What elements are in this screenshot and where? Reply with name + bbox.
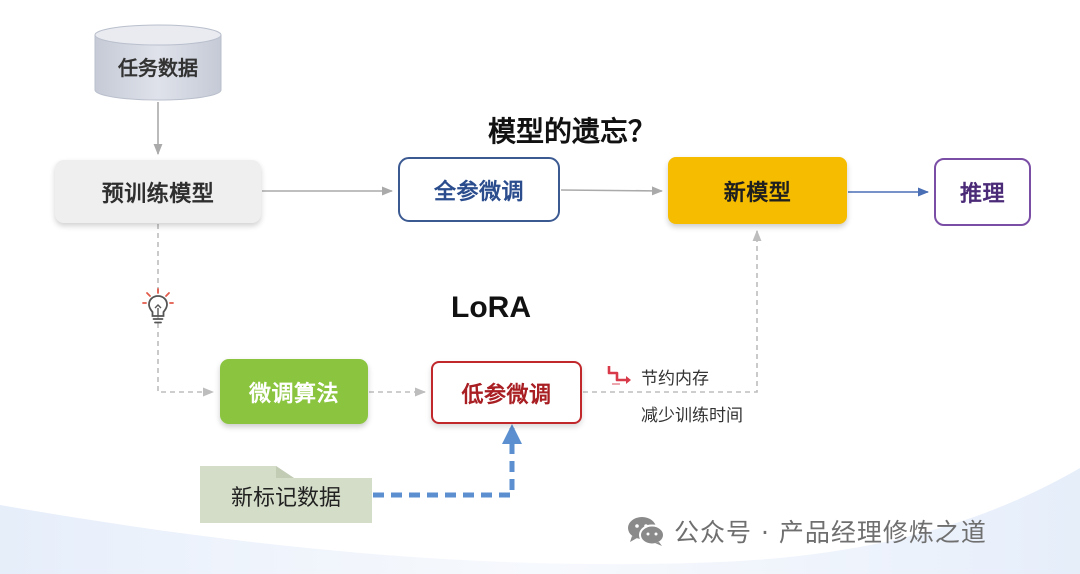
low-param-finetune-label: 低参微调 <box>461 382 552 408</box>
finetune-algorithm-box: 微调算法 <box>220 359 368 424</box>
finetune-algorithm-label: 微调算法 <box>248 381 339 407</box>
database-icon <box>94 24 222 101</box>
task-data-cylinder: 任务数据 <box>93 24 223 102</box>
inference-label: 推理 <box>959 182 1005 207</box>
watermark-text: 公众号 · 产品经理修炼之道 <box>674 518 987 547</box>
pretrained-model-label: 预训练模型 <box>101 181 215 207</box>
step-down-icon <box>607 366 631 385</box>
new-model-label: 新模型 <box>723 180 792 206</box>
forgetting-question-title: 模型的遗忘？ <box>488 115 657 148</box>
task-data-label: 任务数据 <box>118 56 198 80</box>
watermark: 公众号 · 产品经理修炼之道 <box>626 513 987 549</box>
inference-box: 推理 <box>934 158 1031 226</box>
reduce-training-time-text: 减少训练时间 <box>641 406 743 426</box>
full-finetune-box: 全参微调 <box>398 157 560 222</box>
pretrained-model-box: 预训练模型 <box>55 160 261 223</box>
lora-title: LoRA <box>451 291 531 324</box>
wechat-icon <box>628 517 665 546</box>
new-labeled-data-note: 新标记数据 <box>200 466 372 523</box>
folded-note-shape <box>200 466 372 523</box>
lightbulb-icon <box>142 288 174 324</box>
save-memory-text: 节约内存 <box>641 369 709 389</box>
new-model-box: 新模型 <box>668 157 847 224</box>
full-finetune-label: 全参微调 <box>433 179 524 205</box>
new-labeled-data-label: 新标记数据 <box>230 486 341 511</box>
low-param-finetune-box: 低参微调 <box>431 361 582 424</box>
